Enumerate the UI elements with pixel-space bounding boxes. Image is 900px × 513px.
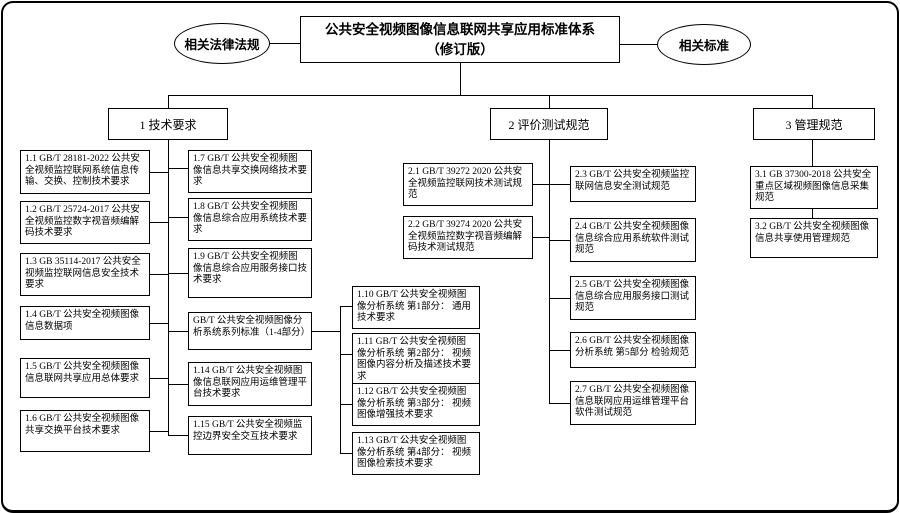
connector-title-down [460,63,461,95]
connector-series [312,331,340,332]
connector [168,168,188,169]
node-2-7: 2.7 GB/T 公共安全视频图像信息联网应用运维管理平台软件测试规范 [570,381,696,425]
connector [812,208,813,218]
node-1-9: 1.9 GB/T 公共安全视频图像信息综合应用服务接口技术要求 [188,248,312,298]
node-1-11: 1.11 GB/T 公共安全视频图像分析系统 第2部分： 视频图像内容分析及描述… [352,333,480,388]
connector [533,237,549,238]
connector [340,354,352,355]
left-laws-ellipse: 相关法律法规 [174,23,270,64]
connector [340,404,352,405]
connector-right-ellipse [620,44,657,45]
node-2-4: 2.4 GB/T 公共安全视频图像信息综合应用系统软件测试规范 [570,218,696,262]
node-2-1: 2.1 GB/T 39272 2020 公共安全视频监控联网技术测试规范 [403,163,533,206]
connector [168,435,188,436]
diagram-title: 公共安全视频图像信息联网共享应用标准体系 [325,21,595,37]
node-1-8: 1.8 GB/T 公共安全视频图像信息综合应用系统技术要求 [188,198,312,241]
connector [549,184,570,185]
connector [168,384,188,385]
connector-to-branch1 [168,95,169,108]
node-1-14: 1.14 GB/T 公共安全视频图像信息联网应用运维管理平台技术要求 [188,362,312,406]
node-1-12: 1.12 GB/T 公共安全视频图像分析系统 第3部分： 视频图像增强技术要求 [352,383,480,426]
node-3-1: 3.1 GB 37300-2018 公共安全重点区域视频图像信息采集规范 [750,166,878,209]
connector [340,306,352,307]
connector [812,140,813,166]
node-3-2: 3.2 GB/T 公共安全视频图像信息共享使用管理规范 [750,218,878,258]
connector [150,378,168,379]
connector [150,431,168,432]
node-2-5: 2.5 GB/T 公共安全视频图像信息综合应用服务接口测试规范 [570,276,696,320]
node-1-5: 1.5 GB/T 公共安全视频图像信息联网共享应用总体要求 [20,358,150,398]
connector [340,453,352,454]
connector [150,323,168,324]
connector-distributor [168,95,813,96]
node-1-1: 1.1 GB/T 28181-2022 公共安全视频监控联网系统信息传输、交换、… [20,150,150,194]
series-group-box: GB/T 公共安全视频图像分析系统系列标准（1-4部分） [188,312,312,350]
node-1-4: 1.4 GB/T 公共安全视频图像信息数据项 [20,306,150,340]
connector-to-branch3 [812,95,813,108]
branch-2-header: 2 评价测试规范 [490,108,608,140]
connector [150,274,168,275]
node-1-2: 1.2 GB/T 25724-2017 公共安全视频监控数字视音频编解码技术要求 [20,201,150,244]
node-1-10: 1.10 GB/T 公共安全视频图像分析系统 第1部分： 通用技术要求 [352,286,480,329]
node-2-3: 2.3 GB/T 公共安全视频监控联网信息安全测试规范 [570,166,696,202]
diagram-subtitle: （修订版） [426,41,494,57]
node-1-7: 1.7 GB/T 公共安全视频图像信息共享交换网络技术要求 [188,150,312,193]
node-2-6: 2.6 GB/T 公共安全视频图像分析系统 第5部分 检验规范 [570,332,696,368]
connector [168,273,188,274]
diagram-title-box: 公共安全视频图像信息联网共享应用标准体系 （修订版） [300,16,620,63]
connector [150,172,168,173]
series-bracket [340,306,341,454]
node-1-15: 1.15 GB/T 公共安全视频监控边界安全交互技术要求 [188,416,312,455]
branch2-trunk [549,140,550,403]
right-standards-ellipse: 相关标准 [657,24,751,65]
node-1-13: 1.13 GB/T 公共安全视频图像分析系统 第4部分： 视频图像检索技术要求 [352,432,480,475]
connector [150,222,168,223]
node-1-3: 1.3 GB 35114-2017 公共安全视频监控联网信息安全技术要求 [20,253,150,296]
connector [549,350,570,351]
connector [549,240,570,241]
node-1-6: 1.6 GB/T 公共安全视频图像共享交换平台技术要求 [20,410,150,452]
connector-left-ellipse [270,43,300,44]
connector [549,403,570,404]
branch1-trunk [168,140,169,436]
connector [168,331,188,332]
branch-1-header: 1 技术要求 [108,108,228,140]
connector [549,298,570,299]
branch-3-header: 3 管理规范 [753,108,875,140]
connector-to-branch2 [549,95,550,108]
connector [168,217,188,218]
node-2-2: 2.2 GB/T 39274 2020 公共安全视频监控数字视音频编解码技术测试… [403,216,533,259]
connector [533,184,549,185]
